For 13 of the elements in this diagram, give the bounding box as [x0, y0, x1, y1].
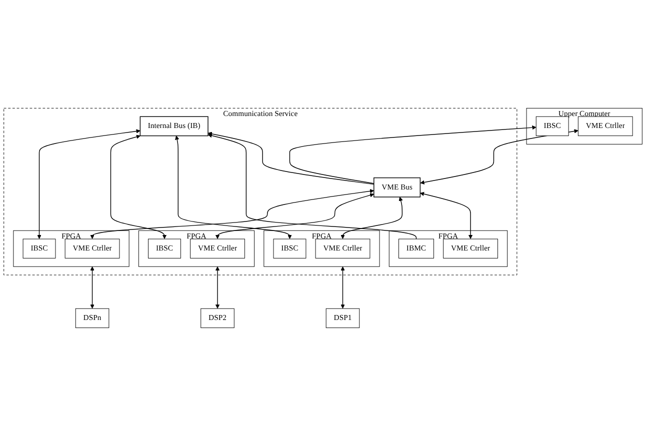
arrow: [110, 134, 167, 239]
arrow: [340, 196, 403, 239]
arrow: [340, 266, 345, 309]
arrow: [215, 193, 374, 239]
arrow: [215, 266, 220, 309]
arrow: [90, 189, 374, 239]
arrow: [208, 134, 417, 240]
arrow: [420, 192, 473, 239]
arrow: [90, 266, 94, 309]
arrow: [37, 129, 140, 239]
arrow: [175, 136, 292, 239]
arrow: [289, 125, 536, 184]
arrow: [208, 132, 374, 185]
